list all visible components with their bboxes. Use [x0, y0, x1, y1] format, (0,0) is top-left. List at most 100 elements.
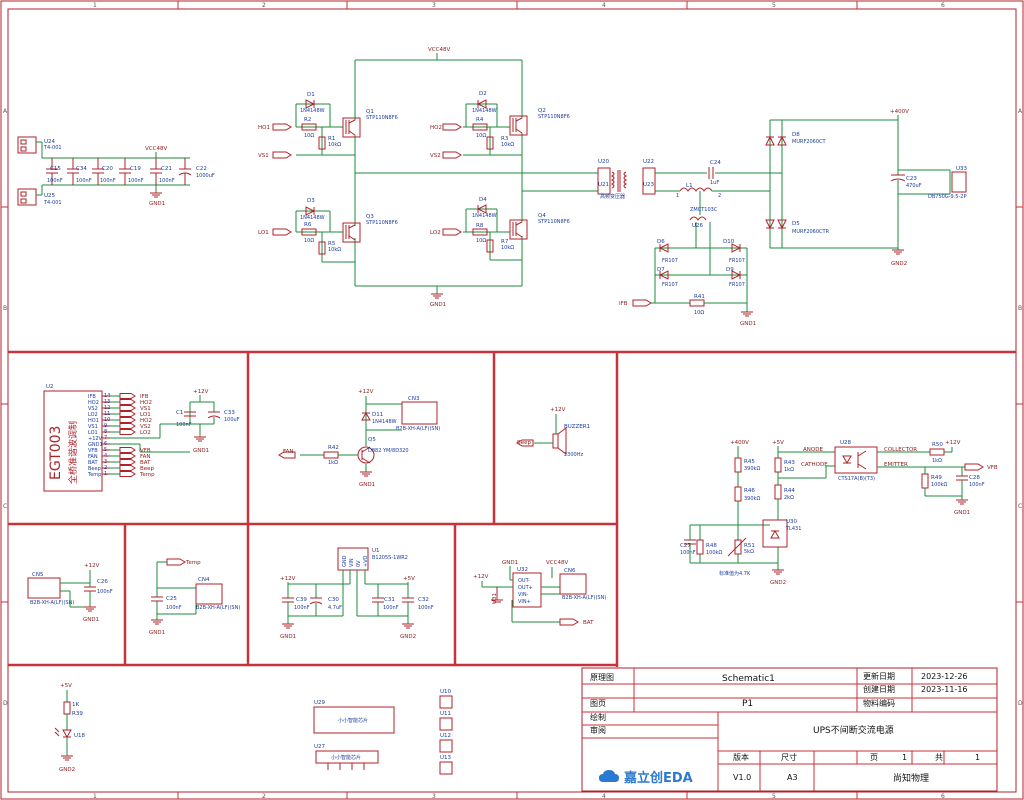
c19-ref: C19 — [130, 166, 141, 172]
feedback-block: +400V R45 390kΩ R46 390kΩ C27 100nF R48 … — [680, 440, 998, 586]
tb-total-label: 共 — [935, 753, 943, 762]
egt-net-label: Beep — [140, 466, 155, 472]
input-vcc48v: VCC48V — [145, 146, 167, 152]
cn3-ref: CN3 — [408, 396, 420, 402]
net-ho2: HO2 — [430, 125, 442, 131]
u2-ref: U2 — [46, 384, 54, 390]
r7-val: 10kΩ — [501, 245, 514, 251]
cn5-part: B2B-XH-A(LF)(SN) — [30, 600, 74, 606]
c20-ref: C20 — [102, 166, 113, 172]
dcdc-gnd1: GND1 — [280, 634, 296, 640]
fb-gnd1: GND1 — [954, 510, 970, 516]
c19-val: 100nF — [128, 178, 144, 184]
d4-ref: D4 — [479, 197, 487, 203]
egt-net-label: LO2 — [140, 430, 151, 436]
c24-ref: C24 — [710, 160, 721, 166]
u32-pin-outp: OUT+ — [518, 585, 533, 591]
egt-net-flag — [119, 471, 136, 477]
fb-anode: ANODE — [803, 447, 823, 453]
egt-net-flag — [119, 417, 136, 423]
r4-ref: R4 — [476, 117, 484, 123]
egt-pin-name: HO2 — [88, 400, 99, 406]
egt-net-label: HO2 — [140, 418, 152, 424]
r3-ref: R3 — [501, 136, 509, 142]
c27-val: 100nF — [680, 550, 696, 556]
c33-ref: C33 — [224, 410, 235, 416]
buzzer-ref: BUZZER1 — [564, 424, 590, 430]
egt-net-flag — [119, 405, 136, 411]
egt-net-flag — [119, 453, 136, 459]
fan-gnd1: GND1 — [359, 482, 375, 488]
c1-val: 100nF — [176, 422, 192, 428]
tb-version-label: 版本 — [733, 752, 749, 762]
misc-v5: +5V — [60, 683, 72, 689]
v400-out: +400V — [890, 109, 909, 115]
q5-ref: Q5 — [368, 437, 376, 443]
fb-v400: +400V — [730, 440, 749, 446]
frame-col-6-bottom: 6 — [941, 793, 945, 800]
egt-pin-name: FAN — [88, 454, 98, 460]
u33-ref: U33 — [956, 166, 968, 172]
u24-ref: U24 — [44, 139, 56, 145]
tb-draw-label: 绘制 — [590, 712, 606, 722]
egt-title: EGT003 — [48, 426, 64, 480]
pin-u12: U12 — [440, 733, 451, 739]
r1-val: 10kΩ — [328, 142, 341, 148]
c32-val: 100nF — [418, 605, 434, 611]
d6-part: FR107 — [662, 258, 678, 264]
egt-pin-name: Beep — [88, 466, 101, 472]
frame-col-5: 5 — [772, 2, 776, 9]
r49-ref: R49 — [931, 475, 942, 481]
frame-row-d: D — [3, 700, 8, 707]
frame-col-5-bottom: 5 — [772, 793, 776, 800]
dcdc-v12: +12V — [280, 576, 296, 582]
u28-part: CTS17A(B)(T3) — [838, 476, 875, 482]
cn4-part: B2B-XH-A(LF)(SN) — [196, 605, 240, 611]
tb-page-value: P1 — [742, 699, 753, 709]
r51-val: 5kΩ — [744, 549, 754, 555]
c25-val: 100nF — [166, 605, 182, 611]
egt-pin-name: VS2 — [88, 406, 98, 412]
r2-ref: R2 — [304, 117, 311, 123]
frame-col-1-bottom: 1 — [93, 793, 97, 800]
tb-size-label: 尺寸 — [781, 752, 797, 762]
inner-frame — [7, 8, 1017, 793]
section-borders — [8, 350, 1016, 667]
temp-gnd1: GND1 — [149, 630, 165, 636]
power-gnd1: GND1 — [430, 302, 446, 308]
input-gnd1: GND1 — [149, 201, 165, 207]
u20-ref: U20 — [598, 159, 610, 165]
tb-schematic-label: 原理图 — [590, 673, 614, 682]
egt-pin-name: VFB — [88, 448, 98, 454]
egt-pin-name: IFB — [88, 394, 96, 400]
power-stage: VCC48V GND1 Q1 STP110N8F6 Q2 STP110N8F6 … — [258, 47, 598, 308]
u1-pin-vo: +VO — [363, 555, 369, 567]
c30-ref: C30 — [328, 597, 339, 603]
ct-label: ZMCT103C — [690, 207, 718, 213]
frame-row-b: B — [3, 305, 7, 312]
egt-net-label: Temp — [139, 472, 155, 478]
fb-cathode: CATHODE — [801, 462, 828, 468]
frame-col-2-bottom: 2 — [262, 793, 266, 800]
l1-pin2: 2 — [718, 193, 721, 199]
r44-val: 2kΩ — [784, 495, 794, 501]
r1-ref: R1 — [328, 136, 335, 142]
r43-ref: R43 — [784, 460, 795, 466]
d6-ref: D6 — [657, 239, 665, 245]
fb-gnd2: GND2 — [770, 580, 786, 586]
d8-ref: D8 — [792, 132, 800, 138]
tb-version: V1.0 — [733, 773, 751, 782]
r6-ref: R6 — [304, 222, 312, 228]
d10-ref: D10 — [723, 239, 735, 245]
u25-ref: U25 — [44, 193, 56, 199]
d5-ref: D5 — [792, 221, 800, 227]
r42-ref: R42 — [328, 445, 339, 451]
frame-row-c-right: C — [1018, 503, 1022, 510]
net-ho1: HO1 — [258, 125, 270, 131]
c39-ref: C39 — [296, 597, 307, 603]
cn6-ref: CN6 — [564, 568, 576, 574]
c24-val: 1uF — [710, 180, 719, 186]
